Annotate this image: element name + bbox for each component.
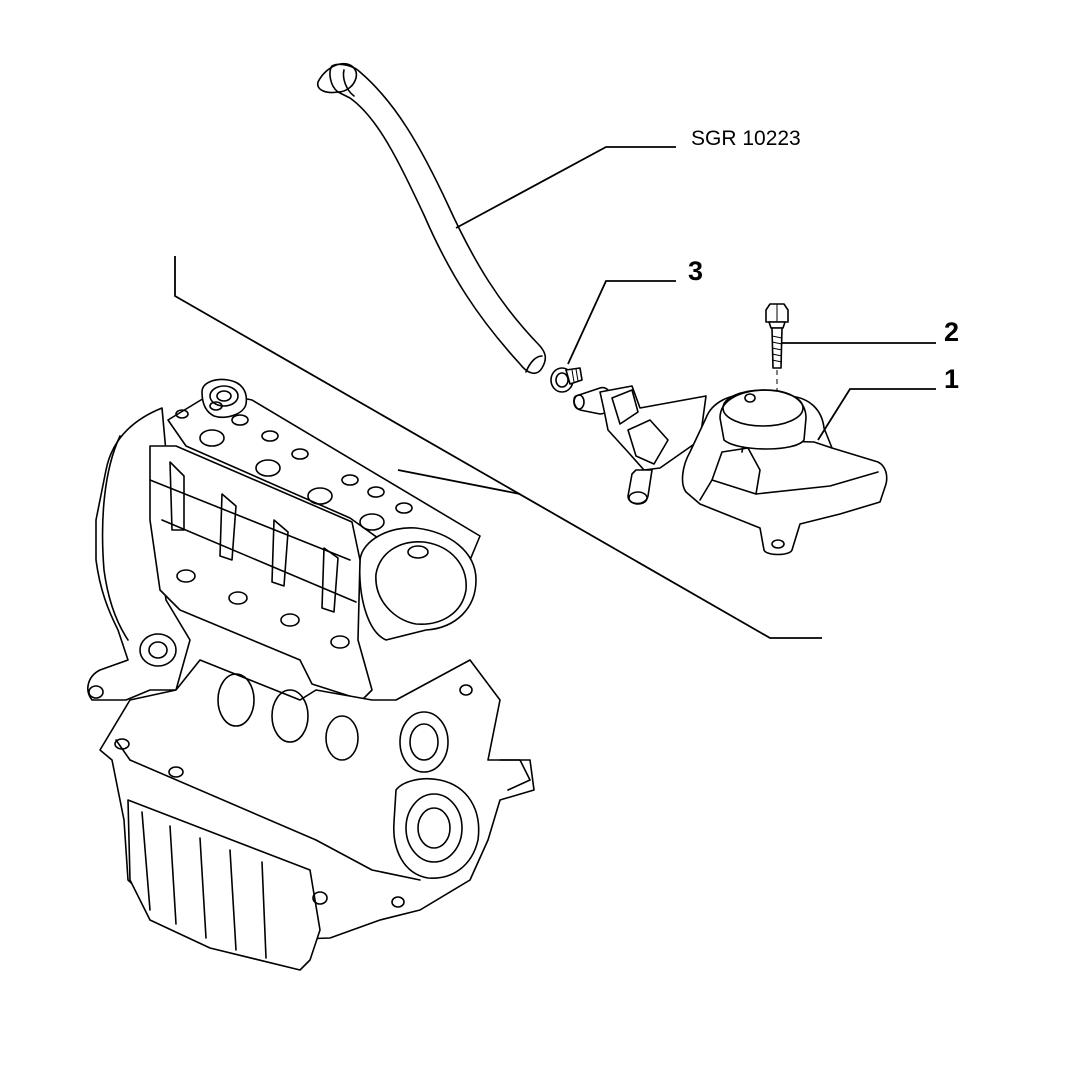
leader-engine-pointer [397,469,521,495]
leader-lines [174,146,936,639]
bolt [765,303,789,545]
hose-clamp [550,367,583,393]
ref-code-label: SGR 10223 [691,127,801,150]
leader-ref-code [455,146,676,229]
part-3-label: 3 [688,256,704,286]
oil-separator-assembly [573,385,888,556]
engine-block [87,378,535,971]
breather-hose [316,62,547,375]
leader-part-3 [567,280,676,365]
part-2-label: 2 [944,317,960,347]
leader-engine-location [174,256,822,639]
part-1-label: 1 [944,364,960,394]
leader-part-1 [817,388,936,441]
